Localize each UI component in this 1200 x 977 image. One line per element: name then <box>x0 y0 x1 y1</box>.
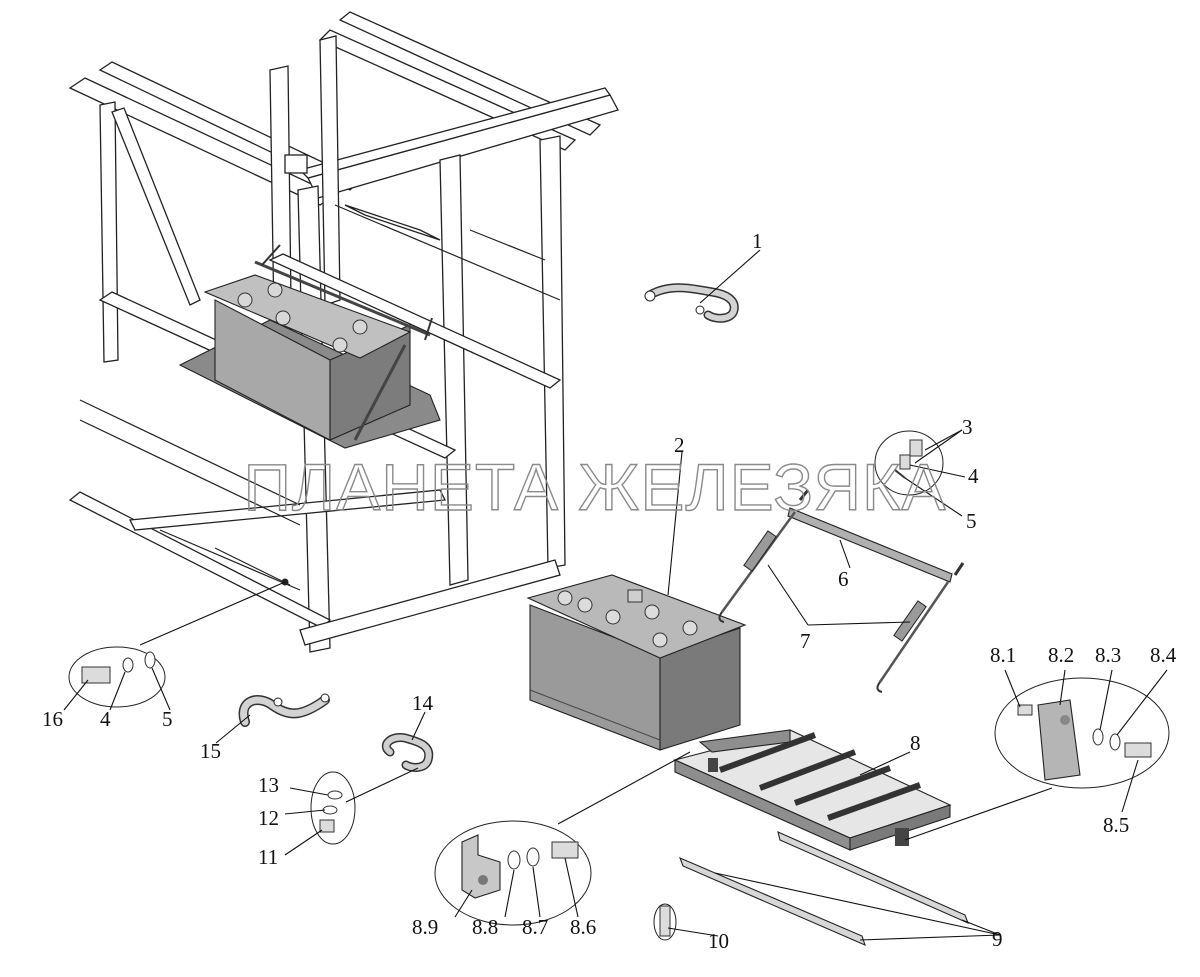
callout-1: 1 <box>752 229 763 253</box>
leader-lines <box>63 249 1168 941</box>
callout-5-left: 5 <box>162 707 173 731</box>
callout-14: 14 <box>412 691 434 715</box>
callout-labels: 1 2 3 4 5 6 7 8 8.1 8.2 8.3 8.4 8.5 8.6 … <box>42 229 1177 953</box>
cable-14 <box>381 732 434 772</box>
callout-8-9: 8.9 <box>412 915 438 939</box>
detail-circle-8-1-8-5 <box>994 677 1170 789</box>
callout-8-5: 8.5 <box>1103 813 1129 837</box>
callout-8-8: 8.8 <box>472 915 498 939</box>
callout-6: 6 <box>838 567 849 591</box>
callout-12: 12 <box>258 806 279 830</box>
callout-5-top: 5 <box>966 509 977 533</box>
callout-16: 16 <box>42 707 63 731</box>
detail-circle-3-4-5 <box>874 430 944 496</box>
callout-8-6: 8.6 <box>570 915 596 939</box>
callout-8-2: 8.2 <box>1048 643 1074 667</box>
callout-8-3: 8.3 <box>1095 643 1121 667</box>
detail-circle-8-6-8-9 <box>434 820 592 926</box>
tie-rods-7 <box>718 511 950 693</box>
clamp-bar-6 <box>787 489 965 583</box>
detail-circle-16-4-5 <box>68 646 166 708</box>
callout-4-top: 4 <box>968 464 979 488</box>
watermark-text: ПЛАНЕТА ЖЕЛЕЗЯКА <box>243 450 946 524</box>
callout-2: 2 <box>674 433 685 457</box>
callout-11: 11 <box>258 845 278 869</box>
battery-2 <box>526 574 747 751</box>
strips-9 <box>679 831 969 946</box>
bolt-10 <box>653 903 677 941</box>
callout-7: 7 <box>800 629 811 653</box>
callout-8: 8 <box>910 731 921 755</box>
callout-4-left: 4 <box>100 707 111 731</box>
cable-1 <box>644 283 739 323</box>
callout-8-1: 8.1 <box>990 643 1016 667</box>
callout-15: 15 <box>200 739 221 763</box>
callout-8-4: 8.4 <box>1150 643 1177 667</box>
callout-3: 3 <box>962 415 973 439</box>
tray-8 <box>673 729 952 851</box>
callout-9: 9 <box>992 927 1003 951</box>
callout-8-7: 8.7 <box>522 915 548 939</box>
cable-15 <box>238 693 330 727</box>
callout-13: 13 <box>258 773 279 797</box>
installed-battery <box>178 244 441 449</box>
callout-10: 10 <box>708 929 729 953</box>
